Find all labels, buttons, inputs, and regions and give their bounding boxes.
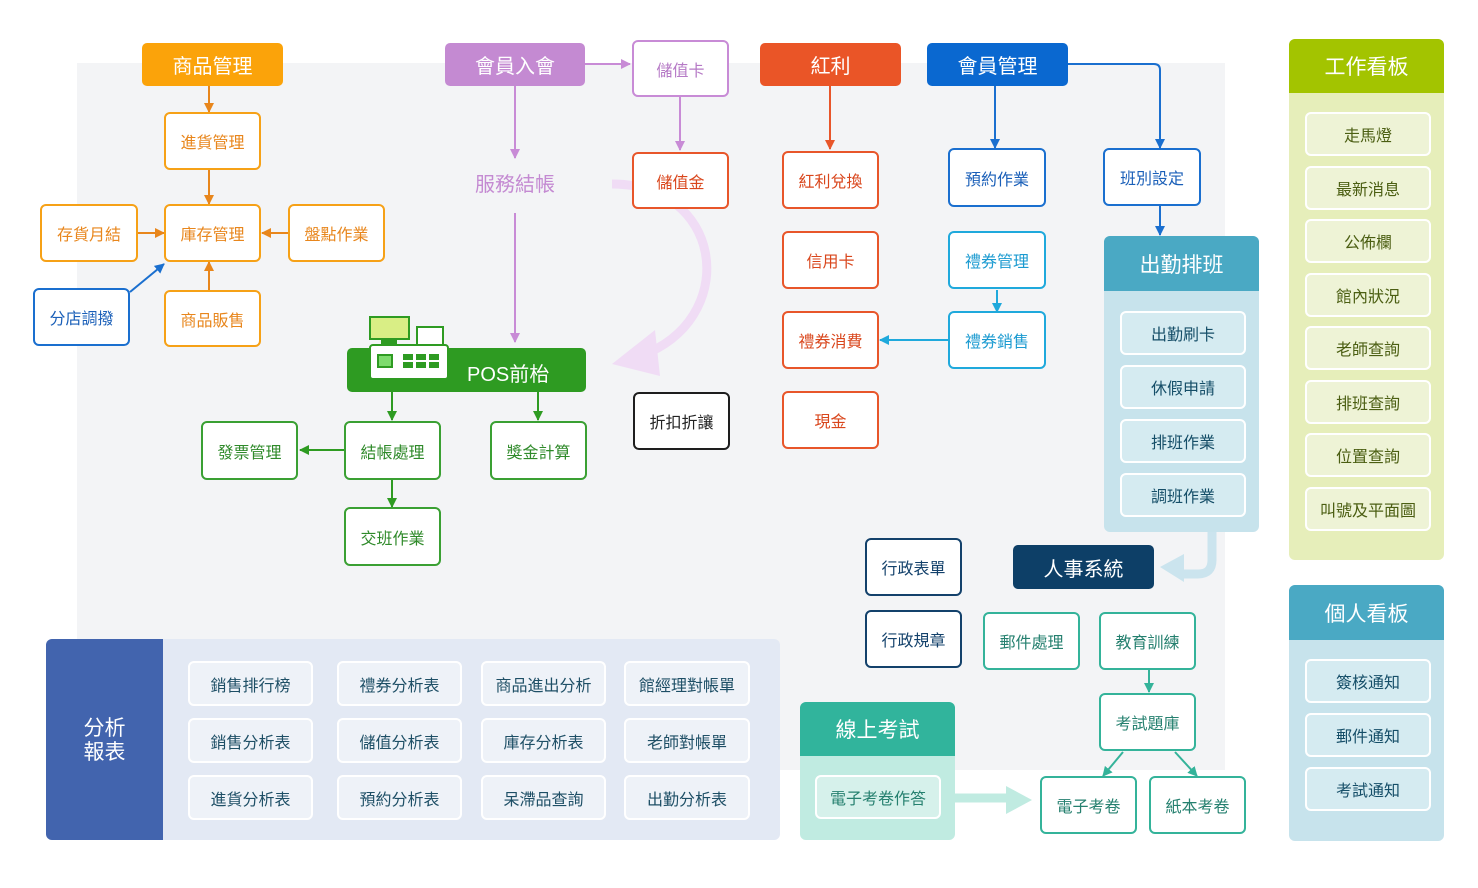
training-node[interactable]: 教育訓練 <box>1099 612 1196 670</box>
report-item[interactable]: 老師對帳單 <box>624 718 750 763</box>
stocktake-node[interactable]: 盤點作業 <box>288 204 385 262</box>
work-board-item[interactable]: 叫號及平面圖 <box>1305 486 1431 531</box>
work-board-item[interactable]: 走馬燈 <box>1305 112 1431 156</box>
work-board-item[interactable]: 公佈欄 <box>1305 219 1431 263</box>
report-item[interactable]: 儲值分析表 <box>337 718 462 763</box>
product-sales-node[interactable]: 商品販售 <box>164 290 261 347</box>
work-board-item[interactable]: 最新消息 <box>1305 165 1431 210</box>
online-exam-item[interactable]: 電子考卷作答 <box>815 775 941 819</box>
pos-header[interactable]: POS前枱 <box>347 316 586 392</box>
mail-processing-node[interactable]: 郵件處理 <box>983 612 1080 670</box>
shift-setting-node[interactable]: 班別設定 <box>1103 148 1201 206</box>
personal-board-item[interactable]: 考試通知 <box>1305 767 1431 811</box>
admin-rules-node[interactable]: 行政規章 <box>865 610 962 668</box>
online-exam-header[interactable]: 線上考試 <box>800 702 955 756</box>
work-board-item[interactable]: 排班查詢 <box>1305 379 1431 424</box>
e-exam-node[interactable]: 電子考卷 <box>1040 776 1137 834</box>
report-item[interactable]: 進貨分析表 <box>188 775 313 820</box>
hr-system-header[interactable]: 人事系統 <box>1013 545 1154 589</box>
personal-board-panel: 個人看板 簽核通知郵件通知考試通知 <box>1289 585 1444 841</box>
attendance-item[interactable]: 調班作業 <box>1120 473 1246 517</box>
reports-header-line2: 報表 <box>83 739 126 764</box>
invoice-mgmt-node[interactable]: 發票管理 <box>201 421 298 480</box>
personal-board-item[interactable]: 簽核通知 <box>1305 659 1431 703</box>
member-join-header[interactable]: 會員入會 <box>445 43 585 86</box>
online-exam-panel: 線上考試 電子考卷作答 <box>800 702 955 840</box>
report-item[interactable]: 銷售排行榜 <box>188 661 313 706</box>
report-item[interactable]: 出勤分析表 <box>624 775 750 820</box>
voucher-spend-node[interactable]: 禮券消費 <box>782 311 879 369</box>
report-item[interactable]: 館經理對帳單 <box>624 661 750 706</box>
work-board-item[interactable]: 館內狀況 <box>1305 272 1431 317</box>
attendance-header[interactable]: 出勤排班 <box>1104 236 1259 291</box>
reports-header[interactable]: 分析 報表 <box>46 639 163 840</box>
work-board-header[interactable]: 工作看板 <box>1289 39 1444 93</box>
cash-node[interactable]: 現金 <box>782 391 879 449</box>
work-board-panel: 工作看板 走馬燈最新消息公佈欄館內狀況老師查詢排班查詢位置查詢叫號及平面圖 <box>1289 39 1444 560</box>
member-mgmt-header[interactable]: 會員管理 <box>927 43 1068 86</box>
attendance-panel: 出勤排班 出勤刷卡 休假申請 排班作業 調班作業 <box>1104 236 1259 532</box>
report-item[interactable]: 庫存分析表 <box>481 718 606 763</box>
checkout-processing-node[interactable]: 結帳處理 <box>344 421 441 480</box>
branch-transfer-node[interactable]: 分店調撥 <box>33 288 130 346</box>
bonus-redeem-node[interactable]: 紅利兌換 <box>782 151 879 209</box>
voucher-sales-node[interactable]: 禮券銷售 <box>948 311 1046 369</box>
product-mgmt-header[interactable]: 商品管理 <box>142 43 283 86</box>
paper-exam-node[interactable]: 紙本考卷 <box>1149 776 1246 834</box>
admin-forms-node[interactable]: 行政表單 <box>865 538 962 596</box>
discount-node[interactable]: 折扣折讓 <box>633 392 730 450</box>
pos-header-label: POS前枱 <box>467 364 550 386</box>
credit-card-node[interactable]: 信用卡 <box>782 231 879 289</box>
stored-value-node[interactable]: 儲值金 <box>632 152 729 209</box>
purchase-mgmt-node[interactable]: 進貨管理 <box>164 112 261 170</box>
reports-panel: 分析 報表 銷售排行榜禮券分析表商品進出分析館經理對帳單銷售分析表儲值分析表庫存… <box>46 639 780 840</box>
monthly-close-node[interactable]: 存貨月結 <box>40 204 138 262</box>
shift-handover-node[interactable]: 交班作業 <box>344 507 441 566</box>
report-item[interactable]: 銷售分析表 <box>188 718 313 763</box>
report-item[interactable]: 禮券分析表 <box>337 661 462 706</box>
report-item[interactable]: 預約分析表 <box>337 775 462 820</box>
inventory-mgmt-node[interactable]: 庫存管理 <box>164 204 261 262</box>
personal-board-item[interactable]: 郵件通知 <box>1305 713 1431 757</box>
attendance-item[interactable]: 休假申請 <box>1120 365 1246 409</box>
service-checkout-label: 服務結帳 <box>475 172 555 196</box>
attendance-item[interactable]: 排班作業 <box>1120 419 1246 463</box>
reports-header-line1: 分析 <box>83 715 126 740</box>
attendance-item[interactable]: 出勤刷卡 <box>1120 311 1246 355</box>
bonus-calc-node[interactable]: 獎金計算 <box>490 421 587 480</box>
voucher-mgmt-node[interactable]: 禮券管理 <box>948 231 1046 289</box>
booking-node[interactable]: 預約作業 <box>948 148 1046 207</box>
stored-card-node[interactable]: 儲值卡 <box>632 40 729 97</box>
personal-board-header[interactable]: 個人看板 <box>1289 585 1444 640</box>
bonus-header[interactable]: 紅利 <box>760 43 901 86</box>
report-item[interactable]: 商品進出分析 <box>481 661 606 706</box>
work-board-item[interactable]: 老師查詢 <box>1305 326 1431 370</box>
report-item[interactable]: 呆滯品查詢 <box>481 775 606 820</box>
work-board-item[interactable]: 位置查詢 <box>1305 433 1431 477</box>
question-bank-node[interactable]: 考試題庫 <box>1099 693 1196 751</box>
